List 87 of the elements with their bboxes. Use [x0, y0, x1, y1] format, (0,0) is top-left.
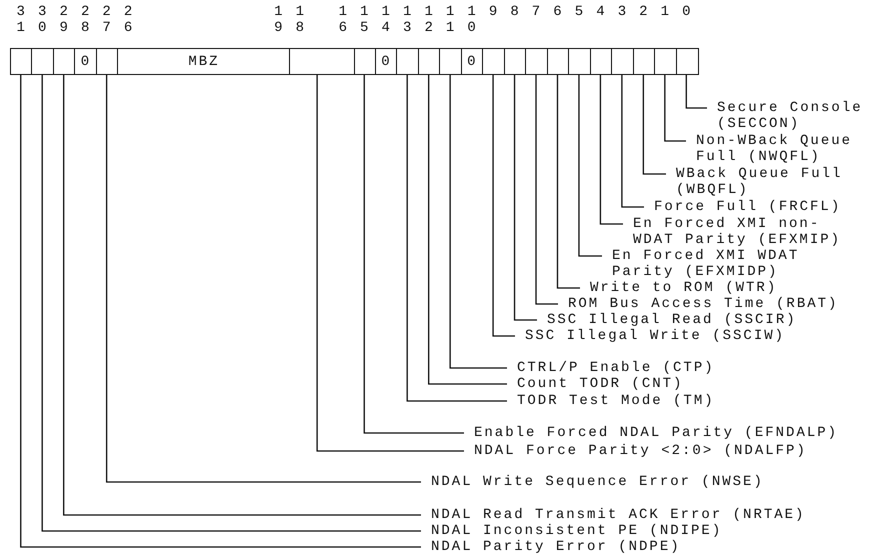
bit-number: 0 — [681, 4, 692, 20]
register-field — [354, 48, 376, 75]
bit-number: 9 — [488, 4, 498, 20]
register-field — [654, 48, 678, 75]
leader-line — [556, 75, 580, 289]
field-description: En Forced XMI non-WDAT Parity (EFXMIP) — [623, 216, 845, 249]
leader-line — [106, 75, 421, 483]
register-field — [374, 48, 398, 75]
bit-number: 14 — [380, 4, 391, 36]
register-field — [611, 48, 634, 75]
leader-line — [514, 75, 537, 321]
bit-number: 5 — [574, 4, 584, 20]
leader-line — [535, 75, 558, 305]
field-description: ROM Bus Access Time (RBAT) — [558, 296, 838, 312]
field-description: CTRL/P Enable (CTP) — [507, 360, 715, 376]
field-description: Secure Console (SECCON) — [707, 100, 885, 133]
register-field — [10, 48, 33, 75]
field-description: Count TODR (CNT) — [507, 376, 684, 392]
field-description: NDAL Read Transmit ACK Error (NRTAE) — [421, 506, 806, 524]
leader-line — [316, 75, 464, 452]
bit-number: 11 — [445, 4, 456, 36]
register-field — [525, 48, 548, 75]
field-value: 0 — [381, 54, 392, 70]
leader-line — [449, 75, 507, 369]
leader-line — [364, 75, 464, 434]
leader-line — [428, 75, 507, 385]
register-field — [482, 48, 506, 75]
field-description: NDAL Parity Error (NDPE) — [421, 538, 681, 556]
bit-number: 30 — [37, 4, 48, 36]
bit-number: 15 — [359, 4, 370, 36]
register-field — [96, 48, 119, 75]
field-description: SSC Illegal Read (SSCIR) — [537, 312, 797, 328]
bit-number: 3 — [616, 4, 627, 20]
field-description: Enable Forced NDAL Parity (EFNDALP) — [464, 424, 838, 442]
register-field — [289, 48, 356, 75]
bit-number: 7 — [531, 4, 541, 20]
bit-number: 2 — [638, 4, 648, 20]
bit-number: 31 — [16, 4, 26, 36]
field-description: SSC Illegal Write (SSCIW) — [515, 328, 786, 344]
field-description: En Forced XMI WDAT Parity (EFXMIDP) — [602, 248, 802, 281]
register-field — [590, 48, 613, 75]
bit-number: 6 — [552, 4, 562, 20]
bit-number: 18 — [294, 4, 305, 36]
register-field — [504, 48, 527, 75]
register-field — [418, 48, 441, 75]
leader-line — [686, 75, 707, 109]
bit-number: 1 — [660, 4, 670, 20]
leader-line — [664, 75, 686, 142]
bit-number: 26 — [123, 4, 134, 36]
field-description: TODR Test Mode (TM) — [507, 392, 715, 410]
bit-number: 27 — [102, 4, 112, 36]
bit-number: 29 — [58, 4, 69, 36]
bit-number: 28 — [80, 4, 90, 36]
field-value: MBZ — [188, 54, 220, 70]
register-field — [676, 48, 699, 75]
register-field — [52, 48, 76, 75]
field-description: NDAL Inconsistent PE (NDIPE) — [421, 522, 722, 540]
field-description: NDAL Write Sequence Error (NWSE) — [421, 474, 764, 490]
field-description: WBack Queue Full (WBQFL) — [666, 166, 844, 199]
register-field — [460, 48, 484, 75]
field-description: Force Full (FRCFL) — [644, 198, 842, 216]
bit-number: 19 — [273, 4, 284, 36]
register-field — [74, 48, 98, 75]
leader-line — [600, 75, 623, 225]
field-value: 0 — [80, 54, 92, 70]
bit-number: 8 — [510, 4, 520, 20]
field-value: 0 — [467, 54, 478, 70]
register-field — [117, 48, 291, 75]
bit-number: 16 — [338, 4, 348, 36]
register-field — [31, 48, 54, 75]
field-description: Non-WBack Queue Full (NWQFL) — [686, 132, 856, 166]
leader-line — [578, 75, 602, 257]
register-field — [396, 48, 420, 75]
bit-number: 12 — [424, 4, 434, 36]
leader-line — [621, 75, 644, 208]
register-field — [632, 48, 656, 75]
bit-number: 4 — [595, 4, 606, 20]
leader-line — [406, 75, 507, 402]
bit-number: 10 — [466, 4, 477, 36]
register-field — [568, 48, 592, 75]
leader-line — [642, 75, 666, 175]
register-field — [546, 48, 570, 75]
register-field — [439, 48, 462, 75]
bit-number: 13 — [402, 4, 412, 36]
field-description: Write to ROM (WTR) — [580, 280, 778, 296]
leader-line — [492, 75, 515, 337]
field-description: NDAL Force Parity <2:0> (NDALFP) — [464, 442, 807, 460]
